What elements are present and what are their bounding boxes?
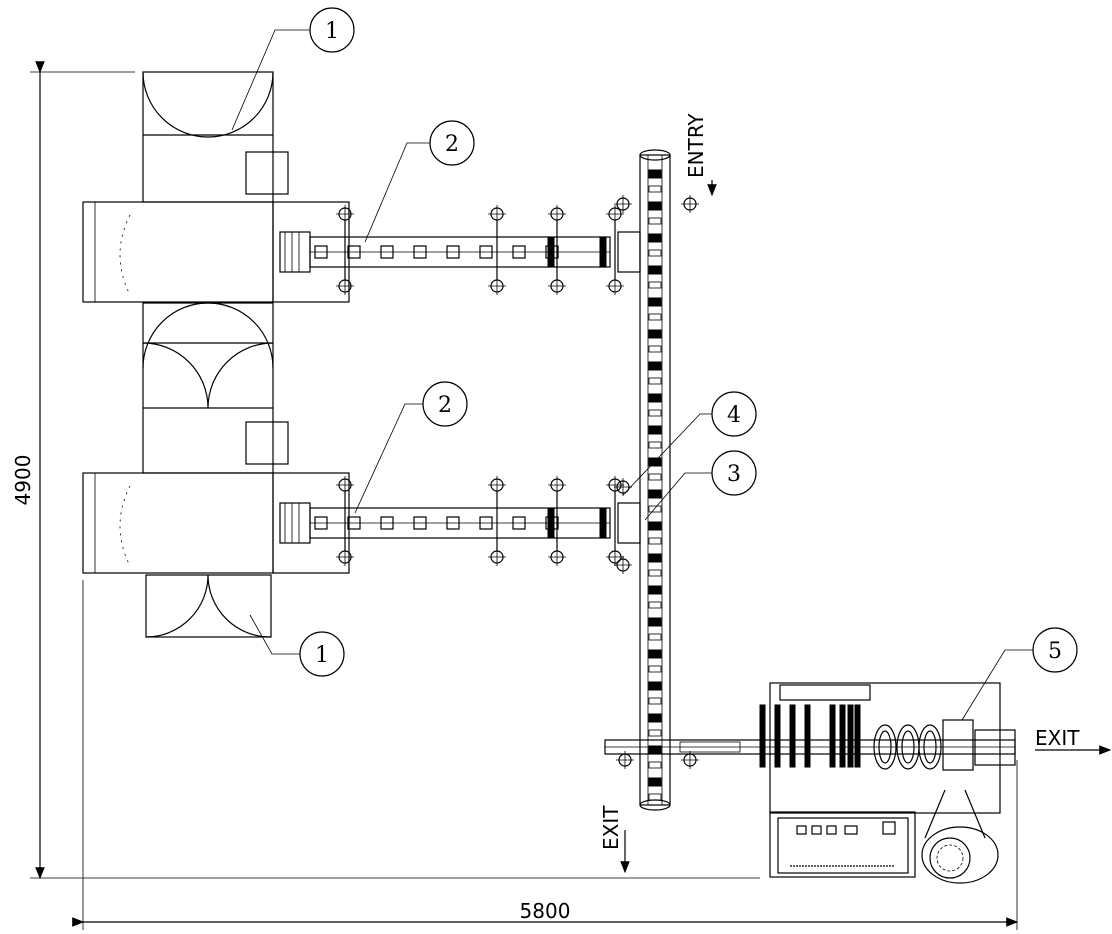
entry-label: ENTRY <box>684 113 717 197</box>
dimension-height-label: 4900 <box>11 455 35 506</box>
callout-1-top: 1 <box>231 7 355 131</box>
booth-housing <box>142 71 289 638</box>
main-conveyor <box>639 149 671 811</box>
machine-top <box>82 201 611 303</box>
exit-right-label: EXIT <box>1035 726 1112 755</box>
electrical-panel <box>769 811 916 878</box>
exit-right-text: EXIT <box>1035 726 1080 750</box>
arm-details <box>314 195 699 769</box>
exit-bottom-text: EXIT <box>599 805 623 850</box>
operator-figure <box>921 789 999 884</box>
callout-5: 5 <box>961 627 1078 721</box>
exit-bottom-label: EXIT <box>599 805 630 874</box>
callout-2-top: 2 <box>364 120 475 243</box>
dimension-width: 5800 <box>72 580 1019 930</box>
callout-1-top-text: 1 <box>325 19 339 44</box>
callout-1-bottom-text: 1 <box>315 643 329 668</box>
dimension-height: 4900 <box>11 61 760 880</box>
callout-5-text: 5 <box>1048 639 1062 664</box>
dimension-width-label: 5800 <box>520 899 571 923</box>
machine-bottom <box>82 472 611 574</box>
callout-4: 4 <box>622 391 757 496</box>
callout-2-top-text: 2 <box>445 132 459 157</box>
callout-3: 3 <box>644 450 757 521</box>
packing-station <box>604 682 1016 814</box>
entry-text: ENTRY <box>684 113 708 178</box>
callout-4-text: 4 <box>727 403 741 428</box>
callout-2-bottom: 2 <box>354 381 468 514</box>
callout-1-bottom: 1 <box>249 614 345 677</box>
callout-3-text: 3 <box>727 462 741 487</box>
callout-2-bottom-text: 2 <box>438 393 452 418</box>
